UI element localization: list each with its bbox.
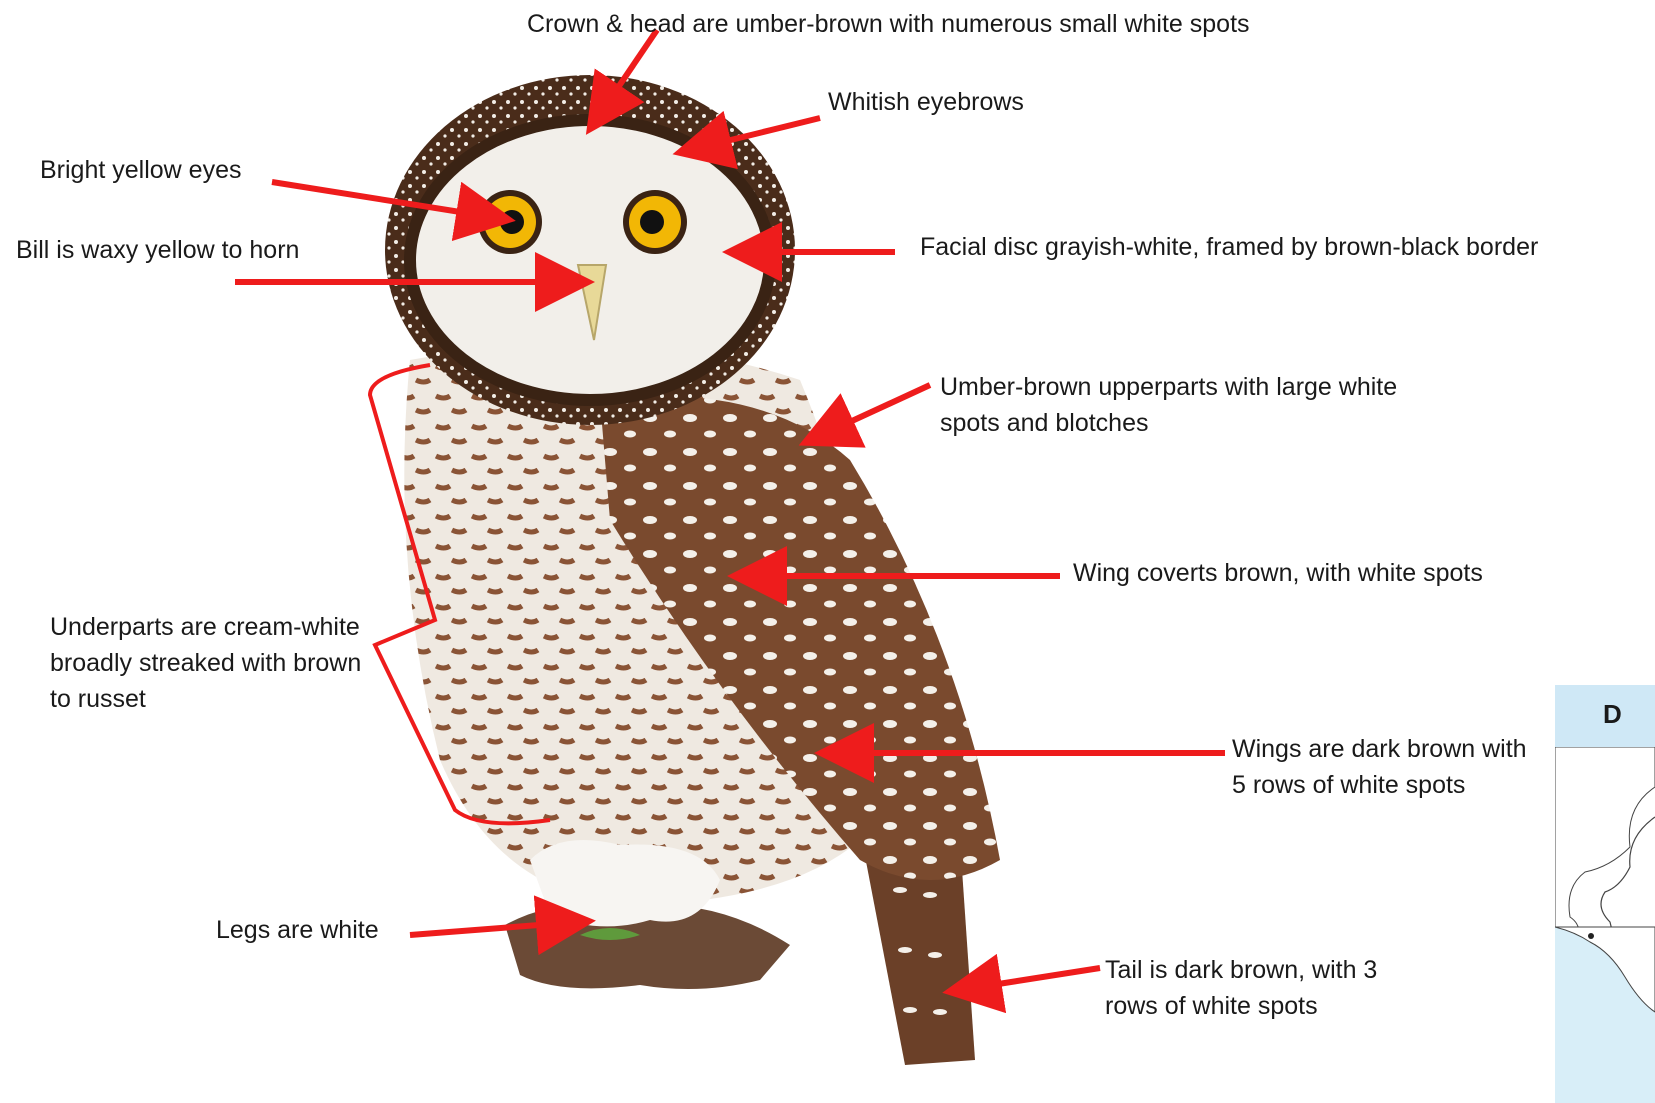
label-crown: Crown & head are umber-brown with numero… [527, 6, 1250, 42]
label-bill: Bill is waxy yellow to horn [16, 232, 301, 268]
label-eyes: Bright yellow eyes [40, 152, 241, 188]
label-wing-coverts: Wing coverts brown, with white spots [1073, 555, 1483, 591]
label-eyebrows: Whitish eyebrows [828, 84, 1024, 120]
map-icon: D [1555, 685, 1655, 1103]
label-legs: Legs are white [216, 912, 379, 948]
arrow-tail [960, 968, 1100, 990]
arrow-upperparts [815, 385, 930, 438]
map-header: D [1555, 685, 1655, 747]
map-outline [1555, 747, 1655, 1103]
eye-right-icon [623, 190, 687, 254]
label-tail: Tail is dark brown, with 3 rows of white… [1105, 952, 1425, 1024]
facial-disc-shape [410, 120, 770, 400]
label-underparts: Underparts are cream-white broadly strea… [50, 609, 365, 717]
label-wings: Wings are dark brown with 5 rows of whit… [1232, 731, 1532, 803]
label-upperparts: Umber-brown upperparts with large white … [940, 369, 1440, 441]
map-title: D [1603, 699, 1622, 730]
eye-left-icon [478, 190, 542, 254]
owl-illustration-icon [385, 75, 1000, 1065]
label-facial-disc: Facial disc grayish-white, framed by bro… [920, 229, 1538, 265]
